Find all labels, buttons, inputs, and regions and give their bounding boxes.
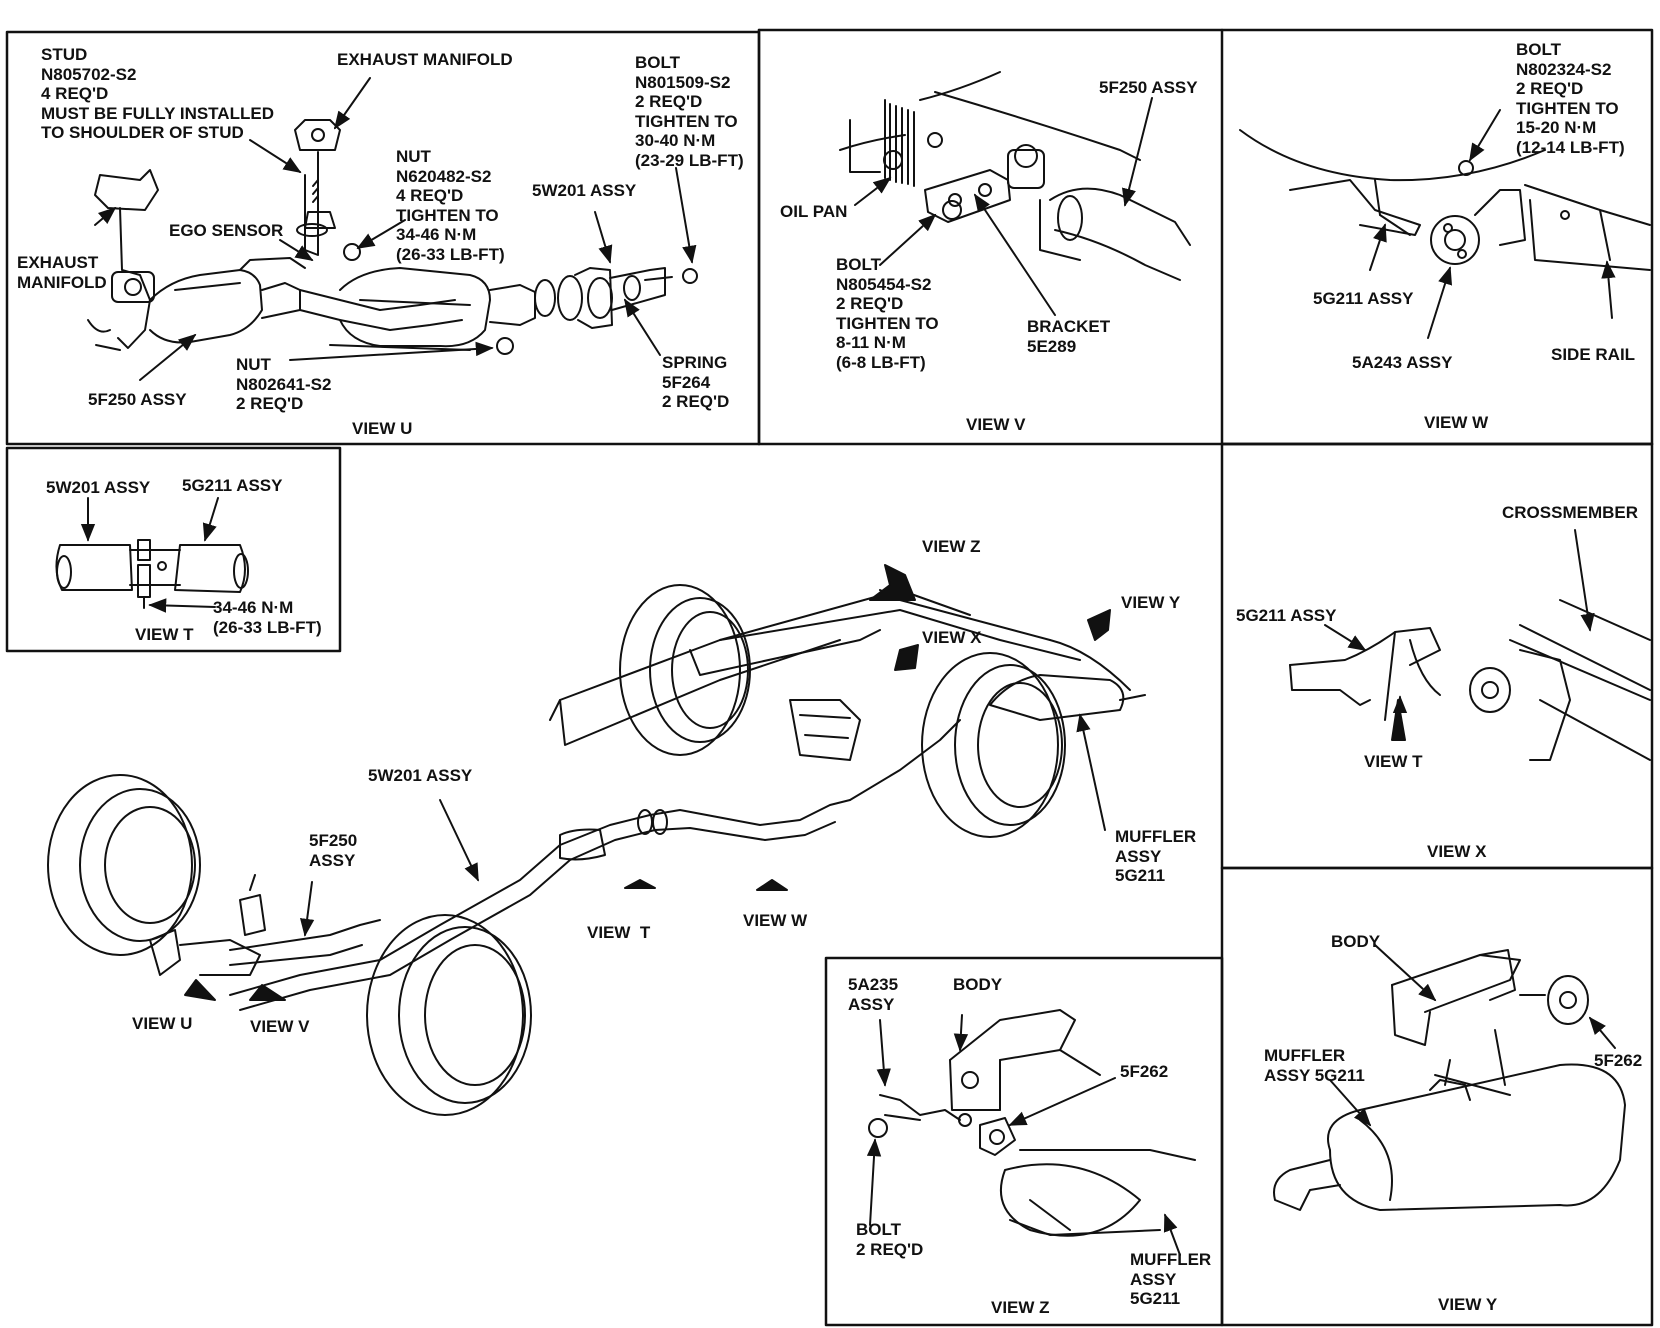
view-x-crossmember-label: CROSSMEMBER xyxy=(1502,503,1639,522)
view-w-side-rail-label: SIDE RAIL xyxy=(1551,345,1636,364)
view-w-drawing xyxy=(1239,109,1651,339)
view-z-body-label: BODY xyxy=(953,975,1003,994)
view-x-drawing xyxy=(1289,529,1651,761)
view-t-5g211-label: 5G211 ASSY xyxy=(182,476,283,495)
view-u-nut-top-label: NUT N620482-S2 4 REQ'D TIGHTEN TO 34-46 … xyxy=(396,147,505,264)
view-y-drawing xyxy=(1273,944,1626,1211)
main-5f250-label: 5F250 ASSY xyxy=(309,831,358,870)
view-z-5f262-label: 5F262 xyxy=(1120,1062,1169,1081)
main-view-v-label: VIEW V xyxy=(250,1017,310,1036)
view-u-5f250-label: 5F250 ASSY xyxy=(88,390,187,409)
view-w-5g211-label: 5G211 ASSY xyxy=(1313,289,1414,308)
view-x-5g211-label: 5G211 ASSY xyxy=(1236,606,1337,625)
main-view-x-label: VIEW X xyxy=(922,628,982,647)
main-drawing xyxy=(47,564,1146,1116)
view-u-bolt-label: BOLT N801509-S2 2 REQ'D TIGHTEN TO 30-40… xyxy=(635,53,744,170)
view-u-stud-label: STUD N805702-S2 4 REQ'D MUST BE FULLY IN… xyxy=(41,45,274,142)
view-v-bracket-label: BRACKET 5E289 xyxy=(1027,317,1111,356)
main-view-t-label: VIEW T xyxy=(587,923,651,942)
view-v-bolt-label: BOLT N805454-S2 2 REQ'D TIGHTEN TO 8-11 … xyxy=(836,255,939,372)
view-w-5a243-label: 5A243 ASSY xyxy=(1352,353,1453,372)
view-u-title: VIEW U xyxy=(352,419,413,438)
view-t-title: VIEW T xyxy=(135,625,194,644)
view-w-title: VIEW W xyxy=(1424,413,1489,432)
view-v-5f250-label: 5F250 ASSY xyxy=(1099,78,1198,97)
view-t-5w201-label: 5W201 ASSY xyxy=(46,478,151,497)
view-w-bolt-label: BOLT N802324-S2 2 REQ'D TIGHTEN TO 15-20… xyxy=(1516,40,1625,157)
view-y-5f262-label: 5F262 xyxy=(1594,1051,1643,1070)
view-u-ego-sensor-label: EGO SENSOR xyxy=(169,221,284,240)
main-view-w-label: VIEW W xyxy=(743,911,808,930)
view-z-bolt-label: BOLT 2 REQ'D xyxy=(856,1220,924,1259)
main-muffler-label: MUFFLER ASSY 5G211 xyxy=(1115,827,1197,885)
view-u-5w201-label: 5W201 ASSY xyxy=(532,181,637,200)
main-view-z-label: VIEW Z xyxy=(922,537,981,556)
main-view-y-label: VIEW Y xyxy=(1121,593,1181,612)
main-5w201-label: 5W201 ASSY xyxy=(368,766,473,785)
view-z-muffler-label: MUFFLER ASSY 5G211 xyxy=(1130,1250,1212,1308)
view-z-drawing xyxy=(866,1009,1196,1256)
view-x-view-t-label: VIEW T xyxy=(1364,752,1423,771)
view-v-title: VIEW V xyxy=(966,415,1026,434)
view-y-muffler-label: MUFFLER ASSY 5G211 xyxy=(1264,1046,1365,1085)
view-z-title: VIEW Z xyxy=(991,1298,1050,1317)
view-v-oil-pan-label: OIL PAN xyxy=(780,202,848,221)
view-u-drawing xyxy=(87,77,698,381)
main-view-u-label: VIEW U xyxy=(132,1014,193,1033)
view-u-nut-bottom-label: NUT N802641-S2 2 REQ'D xyxy=(236,355,332,413)
view-z-5a235-label: 5A235 ASSY xyxy=(848,975,899,1014)
view-t-torque-label: 34-46 N·m (26-33 LB-FT) xyxy=(213,598,322,637)
view-u-exhaust-manifold-left-label: EXHAUST MANIFOLD xyxy=(17,253,107,292)
view-v-drawing xyxy=(839,71,1191,316)
panel-frames xyxy=(5,28,1654,1327)
view-u-exhaust-manifold-top-label: EXHAUST MANIFOLD xyxy=(337,50,513,69)
view-y-body-label: BODY xyxy=(1331,932,1381,951)
view-t-drawing xyxy=(55,497,249,613)
view-u-spring-label: SPRING 5F264 2 REQ'D xyxy=(662,353,730,411)
view-x-title: VIEW X xyxy=(1427,842,1487,861)
view-y-title: VIEW Y xyxy=(1438,1295,1498,1314)
